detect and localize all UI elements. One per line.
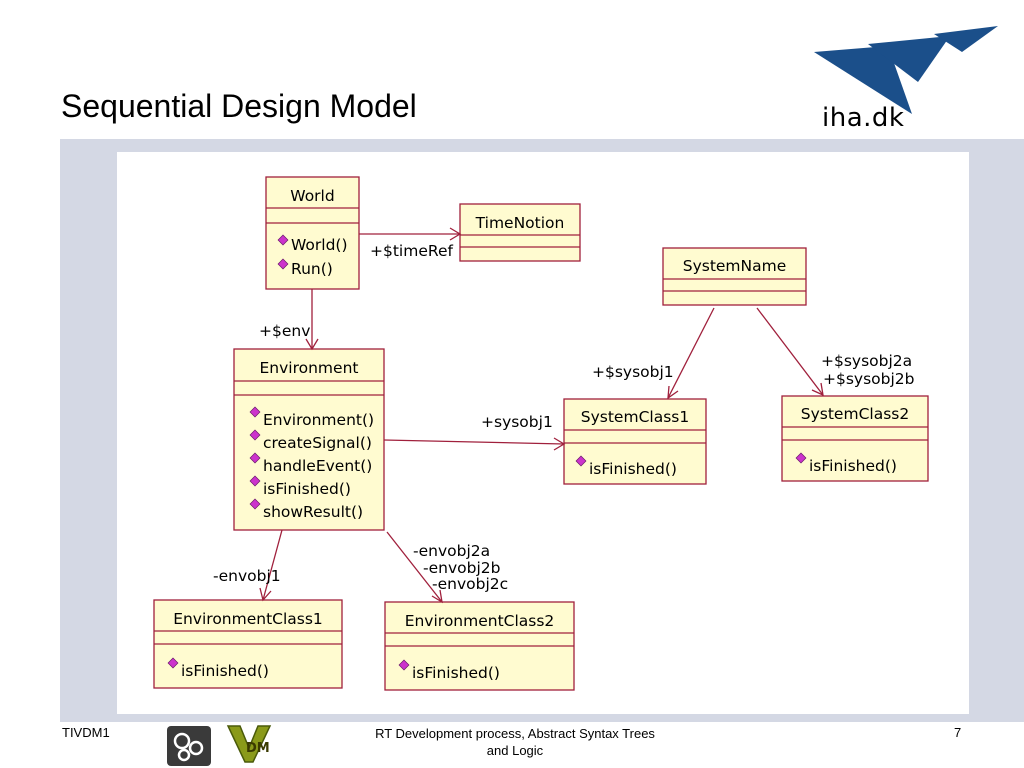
association-env: +$env <box>259 289 319 351</box>
class-name: EnvironmentClass1 <box>173 610 323 628</box>
operation: isFinished() <box>412 664 500 682</box>
operation-icon <box>249 452 261 464</box>
class-name: World <box>290 187 334 205</box>
operation-icon <box>167 657 179 669</box>
association-sysobj1-static: +$sysobj1 <box>592 307 715 400</box>
association-label: +$sysobj2b <box>823 370 915 388</box>
iha-logo-icon <box>814 26 998 114</box>
svg-text:DM: DM <box>246 741 270 756</box>
uml-class-diagram: World World() Run() TimeNotion SystemNam… <box>153 176 929 691</box>
operation: Run() <box>291 260 333 278</box>
association-label: +$sysobj2a <box>821 352 912 370</box>
class-environmentclass1[interactable]: EnvironmentClass1 isFinished() <box>153 599 343 689</box>
operation: isFinished() <box>809 457 897 475</box>
operation-icon <box>249 475 261 487</box>
operation-icon <box>277 258 289 270</box>
association-label: +$env <box>259 322 310 340</box>
slide-title: Sequential Design Model <box>61 88 417 124</box>
class-systemclass2[interactable]: SystemClass2 isFinished() <box>781 395 929 482</box>
operation: isFinished() <box>263 480 351 498</box>
association-label: +$timeRef <box>370 242 453 260</box>
association-label: -envobj2a <box>413 542 490 560</box>
association-label: +sysobj1 <box>481 413 553 431</box>
operation: Environment() <box>263 411 374 429</box>
operation-icon <box>398 659 410 671</box>
operation-icon <box>249 429 261 441</box>
operation: createSignal() <box>263 434 372 452</box>
association-timeref: +$timeRef <box>359 227 462 260</box>
operation-icon <box>249 406 261 418</box>
class-timenotion[interactable]: TimeNotion <box>459 203 581 262</box>
class-name: SystemName <box>683 257 787 275</box>
class-environmentclass2[interactable]: EnvironmentClass2 isFinished() <box>384 601 575 691</box>
diagram-canvas: World World() Run() TimeNotion SystemNam… <box>117 152 969 714</box>
operation: isFinished() <box>589 460 677 478</box>
association-sysobj2: +$sysobj2a +$sysobj2b <box>756 307 915 397</box>
class-world[interactable]: World World() Run() <box>265 176 360 290</box>
class-name: SystemClass1 <box>581 408 689 426</box>
operation-icon <box>249 498 261 510</box>
footer-course-code: TIVDM1 <box>62 725 110 740</box>
association-envobj1: -envobj1 <box>213 529 283 602</box>
class-name: Environment <box>260 359 359 377</box>
operation: isFinished() <box>181 662 269 680</box>
operation-icon <box>575 455 587 467</box>
footer-subtitle-line1: RT Development process, Abstract Syntax … <box>375 726 655 741</box>
association-label: -envobj2b <box>423 559 500 577</box>
operation: showResult() <box>263 503 363 521</box>
association-label: -envobj1 <box>213 567 281 585</box>
association-label: -envobj2c <box>432 575 508 593</box>
logo-text: iha.dk <box>822 103 905 133</box>
footer-subtitle-line2: and Logic <box>486 743 544 758</box>
association-envobj2: -envobj2a -envobj2b -envobj2c <box>386 531 508 604</box>
footer-subtitle: RT Development process, Abstract Syntax … <box>350 725 680 759</box>
vdm-logo-icon: DM <box>226 725 272 763</box>
operation: World() <box>291 236 348 254</box>
association-label: +$sysobj1 <box>592 363 674 381</box>
class-name: SystemClass2 <box>801 405 909 423</box>
class-environment[interactable]: Environment Environment() createSignal()… <box>233 348 385 531</box>
association-sysobj1: +sysobj1 <box>383 413 566 451</box>
class-systemname[interactable]: SystemName <box>662 247 807 306</box>
class-name: TimeNotion <box>475 214 565 232</box>
overture-logo-icon <box>167 726 211 766</box>
class-systemclass1[interactable]: SystemClass1 isFinished() <box>563 398 707 485</box>
operation-icon <box>277 234 289 246</box>
class-name: EnvironmentClass2 <box>405 612 555 630</box>
operation-icon <box>795 452 807 464</box>
operation: handleEvent() <box>263 457 372 475</box>
page-number: 7 <box>954 725 962 740</box>
